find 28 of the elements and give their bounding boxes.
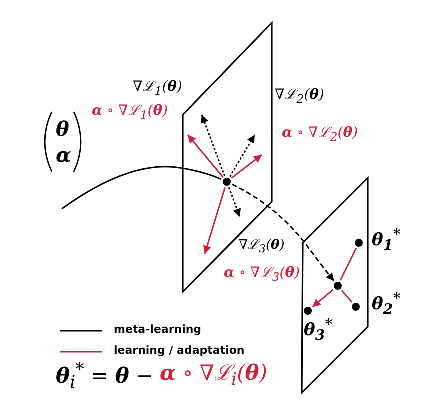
arrow [187,134,224,178]
math-label: α ∘ ∇ℒ$_{1}$(θ) [92,104,168,122]
arrow [312,289,334,308]
arrow [201,114,226,177]
math-label: α ∘ ∇ℒ$_{2}$(θ) [282,126,358,144]
vector-entry: α [56,144,72,166]
arrow [228,187,241,218]
line [341,290,353,303]
line [340,248,358,281]
math-label: θ$_{i}$$^{*}$ = θ − [56,361,154,394]
arrow [204,187,226,254]
math-label: α ∘ ∇ℒ$_{3}$(θ) [224,266,300,284]
point-marker [304,307,312,315]
math-label: ∇ℒ$_{3}$(θ) [239,239,285,256]
point-marker [223,178,231,186]
point-marker [355,239,363,247]
arrow [231,154,262,179]
legend-label: learning / adaptation [114,344,245,357]
point-marker [352,303,360,311]
line [62,166,222,210]
math-label: α ∘ ∇ℒ$_{i}$(θ) [160,361,268,390]
vector-entry: θ [56,118,70,140]
math-label: ∇ℒ$_{2}$(θ) [275,88,324,106]
arrow [229,134,256,178]
arrow [232,184,335,282]
math-label: ∇ℒ$_{1}$(θ) [133,80,182,98]
legend-label: meta-learning [114,323,202,336]
point-marker [334,282,342,290]
